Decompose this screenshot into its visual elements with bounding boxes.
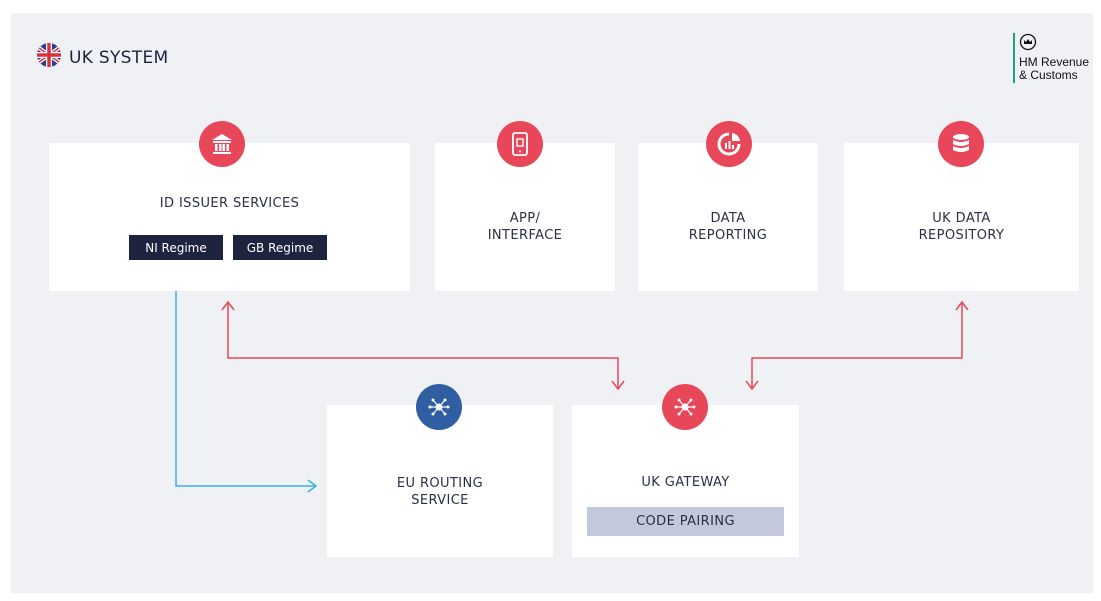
union-flag-icon: [37, 43, 61, 72]
network-hub-icon: [662, 384, 708, 430]
chart-report-icon: [706, 121, 752, 167]
uk-data-repository-line1: UK DATA: [932, 211, 991, 226]
ni-regime-tag: NI Regime: [129, 235, 223, 260]
app-interface-box: APP/ INTERFACE: [435, 143, 615, 291]
database-icon: [938, 121, 984, 167]
mobile-app-icon: [497, 121, 543, 167]
uk-data-repository-line2: REPOSITORY: [918, 228, 1005, 243]
org-name-line2: & Customs: [1019, 68, 1078, 82]
eu-routing-line2: SERVICE: [411, 493, 469, 508]
gb-regime-tag: GB Regime: [233, 235, 327, 260]
logo-bar: [1013, 33, 1015, 83]
uk-gateway-box: UK GATEWAY CODE PAIRING: [572, 405, 799, 557]
data-reporting-box: DATA REPORTING: [638, 143, 818, 291]
org-name-line1: HM Revenue: [1019, 55, 1090, 69]
hmrc-logo: HM Revenue & Customs: [1013, 33, 1089, 83]
eu-routing-service-box: EU ROUTING SERVICE: [327, 405, 553, 557]
id-issuer-title: ID ISSUER SERVICES: [159, 196, 300, 211]
app-interface-line2: INTERFACE: [487, 228, 563, 243]
crown-crest-icon: [1019, 33, 1037, 51]
network-hub-icon: [416, 384, 462, 430]
id-issuer-services-box: ID ISSUER SERVICES NI Regime GB Regime: [49, 143, 410, 291]
app-interface-line1: APP/: [509, 211, 541, 226]
code-pairing-bar: CODE PAIRING: [587, 507, 784, 536]
uk-data-repository-box: UK DATA REPOSITORY: [844, 143, 1079, 291]
page-title: UK SYSTEM: [69, 47, 169, 68]
data-reporting-line1: DATA: [710, 211, 746, 226]
bank-icon: [199, 121, 245, 167]
data-reporting-line2: REPORTING: [688, 228, 768, 243]
uk-gateway-title: UK GATEWAY: [641, 475, 730, 490]
brand-header: UK SYSTEM: [37, 43, 168, 72]
eu-routing-line1: EU ROUTING: [396, 476, 484, 491]
